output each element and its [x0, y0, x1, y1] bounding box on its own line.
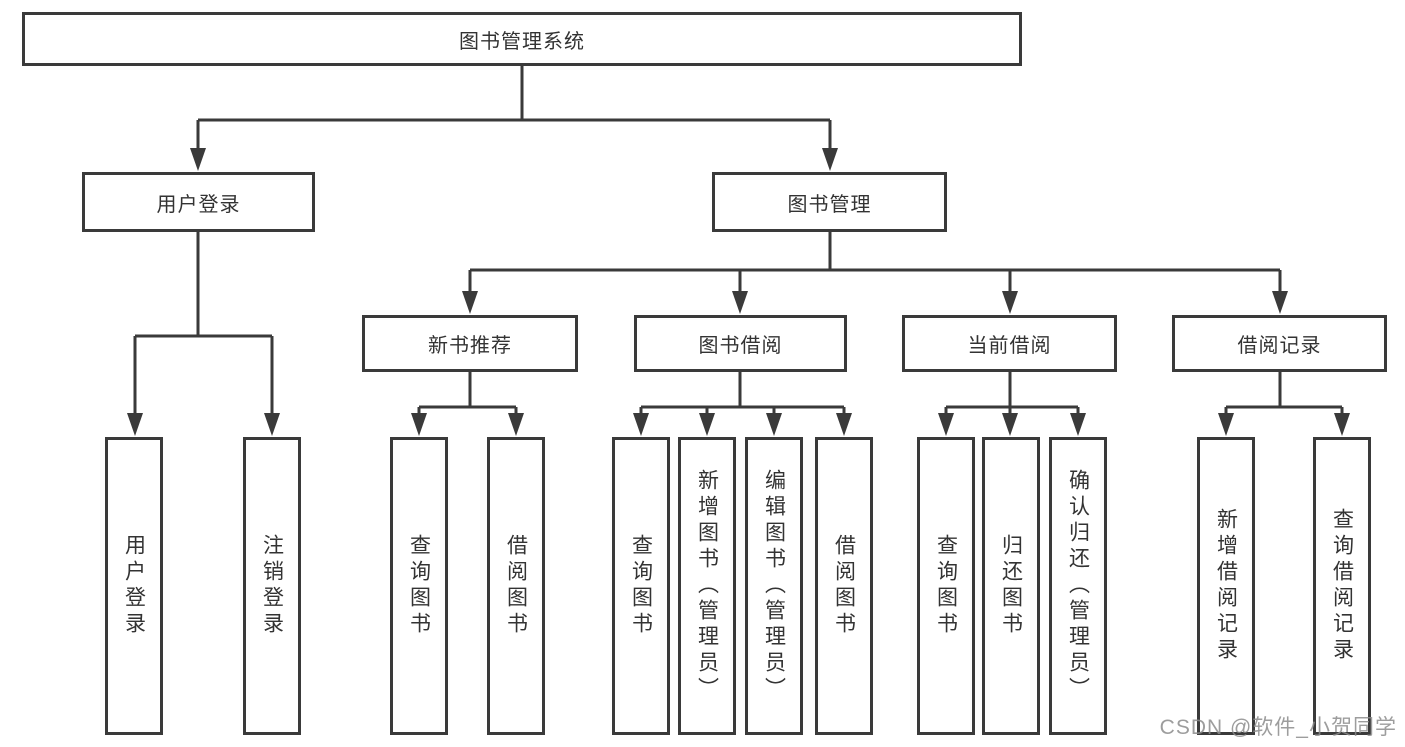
- leaf-query-borrow-record: 查询借阅记录: [1313, 437, 1371, 735]
- csdn-watermark: CSDN @软件_小贺同学: [1159, 716, 1397, 739]
- leaf-borrow-books-borrowing: 借阅图书: [815, 437, 873, 735]
- leaf-query-books-recommend: 查询图书: [390, 437, 448, 735]
- arrow-down-icon: [822, 148, 838, 171]
- leaf-borrow-books-recommend: 借阅图书: [487, 437, 545, 735]
- node-book-borrowing: 图书借阅: [634, 315, 847, 372]
- connector-user-login: [133, 232, 274, 415]
- leaf-return-books: 归还图书: [982, 437, 1040, 735]
- leaf-confirm-return-admin: 确认归还（管理员）: [1049, 437, 1107, 735]
- arrow-down-icon: [508, 413, 524, 436]
- node-book-management: 图书管理: [712, 172, 947, 232]
- arrow-down-icon: [699, 413, 715, 436]
- arrow-down-icon: [1218, 413, 1234, 436]
- leaf-add-books-admin: 新增图书（管理员）: [678, 437, 736, 735]
- arrow-down-icon: [190, 148, 206, 171]
- arrow-down-icon: [1002, 291, 1018, 314]
- node-current-borrowing: 当前借阅: [902, 315, 1117, 372]
- arrow-down-icon: [1002, 413, 1018, 436]
- leaf-query-books-current: 查询图书: [917, 437, 975, 735]
- arrow-down-icon: [127, 413, 143, 436]
- arrow-down-icon: [633, 413, 649, 436]
- arrow-down-icon: [264, 413, 280, 436]
- arrow-down-icon: [462, 291, 478, 314]
- arrow-down-icon: [1070, 413, 1086, 436]
- node-new-book-recommend: 新书推荐: [362, 315, 578, 372]
- arrow-down-icon: [766, 413, 782, 436]
- connector-book-mgmt: [468, 232, 1282, 293]
- arrow-down-icon: [732, 291, 748, 314]
- leaf-add-borrow-record: 新增借阅记录: [1197, 437, 1255, 735]
- arrow-down-icon: [1334, 413, 1350, 436]
- arrow-down-icon: [836, 413, 852, 436]
- connector-current-borrow: [944, 372, 1080, 416]
- leaf-query-books-borrowing: 查询图书: [612, 437, 670, 735]
- node-root-system: 图书管理系统: [22, 12, 1022, 66]
- connector-book-borrow: [639, 372, 846, 416]
- arrow-down-icon: [1272, 291, 1288, 314]
- arrow-down-icon: [938, 413, 954, 436]
- leaf-user-login: 用户登录: [105, 437, 163, 735]
- connector-new-book-rec: [417, 372, 518, 416]
- connector-borrow-record: [1224, 372, 1344, 416]
- arrowheads: [127, 148, 1350, 436]
- arrow-down-icon: [411, 413, 427, 436]
- node-user-login-branch: 用户登录: [82, 172, 315, 232]
- connector-root: [196, 65, 832, 150]
- leaf-logout: 注销登录: [243, 437, 301, 735]
- node-borrowing-records: 借阅记录: [1172, 315, 1387, 372]
- leaf-edit-books-admin: 编辑图书（管理员）: [745, 437, 803, 735]
